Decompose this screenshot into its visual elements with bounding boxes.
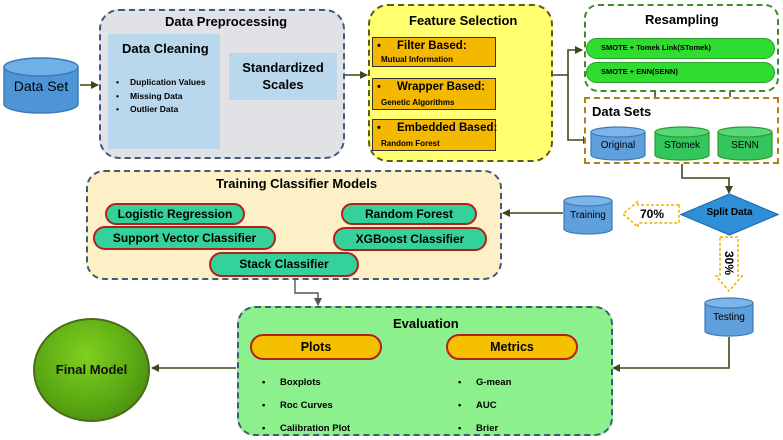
- test-percent-label: 30%: [722, 250, 736, 276]
- cleaning-item: Missing Data: [116, 90, 206, 104]
- standardized-label: Standardized Scales: [242, 60, 324, 92]
- evaluation-title: Evaluation: [393, 316, 459, 331]
- metric-item: Brier: [458, 417, 511, 440]
- split-data-diamond: Split Data: [680, 193, 779, 236]
- test-split-arrow: 30%: [715, 236, 743, 292]
- standardized-box: Standardized Scales: [229, 53, 337, 100]
- plot-item: Calibration Plot: [262, 417, 350, 440]
- arrow-classifiers-to-evaluation: [294, 280, 322, 306]
- testing-cylinder: Testing: [704, 297, 754, 337]
- feature-item-sub: Mutual Information: [381, 55, 453, 64]
- classifier-stack: Stack Classifier: [209, 252, 359, 277]
- testing-label: Testing: [713, 312, 745, 323]
- plot-item: Boxplots: [262, 371, 350, 394]
- classifier-xgboost: XGBoost Classifier: [333, 227, 487, 251]
- training-label: Training: [570, 210, 606, 221]
- feature-selection-title: Feature Selection: [409, 13, 518, 28]
- cleaning-item: Outlier Data: [116, 103, 206, 117]
- arrow-feature-to-resampling: [553, 46, 583, 76]
- plots-list: Boxplots Roc Curves Calibration Plot: [262, 371, 350, 440]
- train-percent-label: 70%: [640, 207, 665, 221]
- feature-item-embedded: • Embedded Based: Random Forest: [372, 119, 498, 151]
- classifiers-title: Training Classifier Models: [216, 176, 378, 191]
- classifier-logistic-regression: Logistic Regression: [105, 203, 245, 225]
- arrow-datasets-to-split: [681, 162, 733, 194]
- preprocessing-title: Data Preprocessing: [165, 14, 288, 29]
- dataset-label: Data Set: [13, 78, 69, 94]
- metrics-list: G-mean AUC Brier: [458, 371, 511, 440]
- dataset-cylinder: Data Set: [2, 57, 80, 115]
- arrow-feature-to-original: [567, 75, 591, 144]
- cleaning-item: Duplication Values: [116, 76, 206, 90]
- dataset-original-label: Original: [600, 140, 636, 151]
- datasets-title: Data Sets: [592, 104, 652, 119]
- feature-item-sub: Random Forest: [381, 139, 440, 148]
- resampling-item-senn: SMOTE + ENN(SENN): [586, 62, 775, 83]
- resampling-item-stomek: SMOTE + Tomek Link(STomek): [586, 38, 775, 59]
- resampling-title: Resampling: [645, 12, 719, 27]
- arrow-testing-to-evaluation: [612, 337, 730, 372]
- metric-item: AUC: [458, 394, 511, 417]
- training-cylinder: Training: [563, 195, 613, 235]
- classifier-random-forest: Random Forest: [341, 203, 477, 225]
- dataset-stomek-label: STomek: [663, 140, 701, 151]
- dataset-senn-cylinder: SENN: [717, 126, 773, 161]
- split-data-label: Split Data: [706, 207, 753, 218]
- metrics-header: Metrics: [446, 334, 578, 360]
- metric-item: G-mean: [458, 371, 511, 394]
- feature-item-sub: Genetic Algorithms: [381, 98, 455, 107]
- train-split-arrow: 70%: [622, 201, 680, 227]
- classifier-svc: Support Vector Classifier: [93, 226, 276, 250]
- plot-item: Roc Curves: [262, 394, 350, 417]
- feature-item-heading: Wrapper Based:: [397, 81, 485, 93]
- plots-header: Plots: [250, 334, 382, 360]
- feature-item-heading: Filter Based:: [397, 40, 467, 52]
- dataset-original-cylinder: Original: [590, 126, 646, 161]
- data-cleaning-title: Data Cleaning: [122, 41, 209, 56]
- feature-item-wrapper: • Wrapper Based: Genetic Algorithms: [372, 78, 496, 110]
- feature-item-filter: • Filter Based: Mutual Information: [372, 37, 496, 67]
- feature-item-heading: Embedded Based:: [397, 122, 498, 134]
- final-model-label: Final Model: [55, 362, 128, 377]
- data-cleaning-list: Duplication Values Missing Data Outlier …: [116, 76, 206, 117]
- dataset-stomek-cylinder: STomek: [654, 126, 710, 161]
- dataset-senn-label: SENN: [731, 140, 759, 151]
- final-model-circle: Final Model: [33, 318, 150, 422]
